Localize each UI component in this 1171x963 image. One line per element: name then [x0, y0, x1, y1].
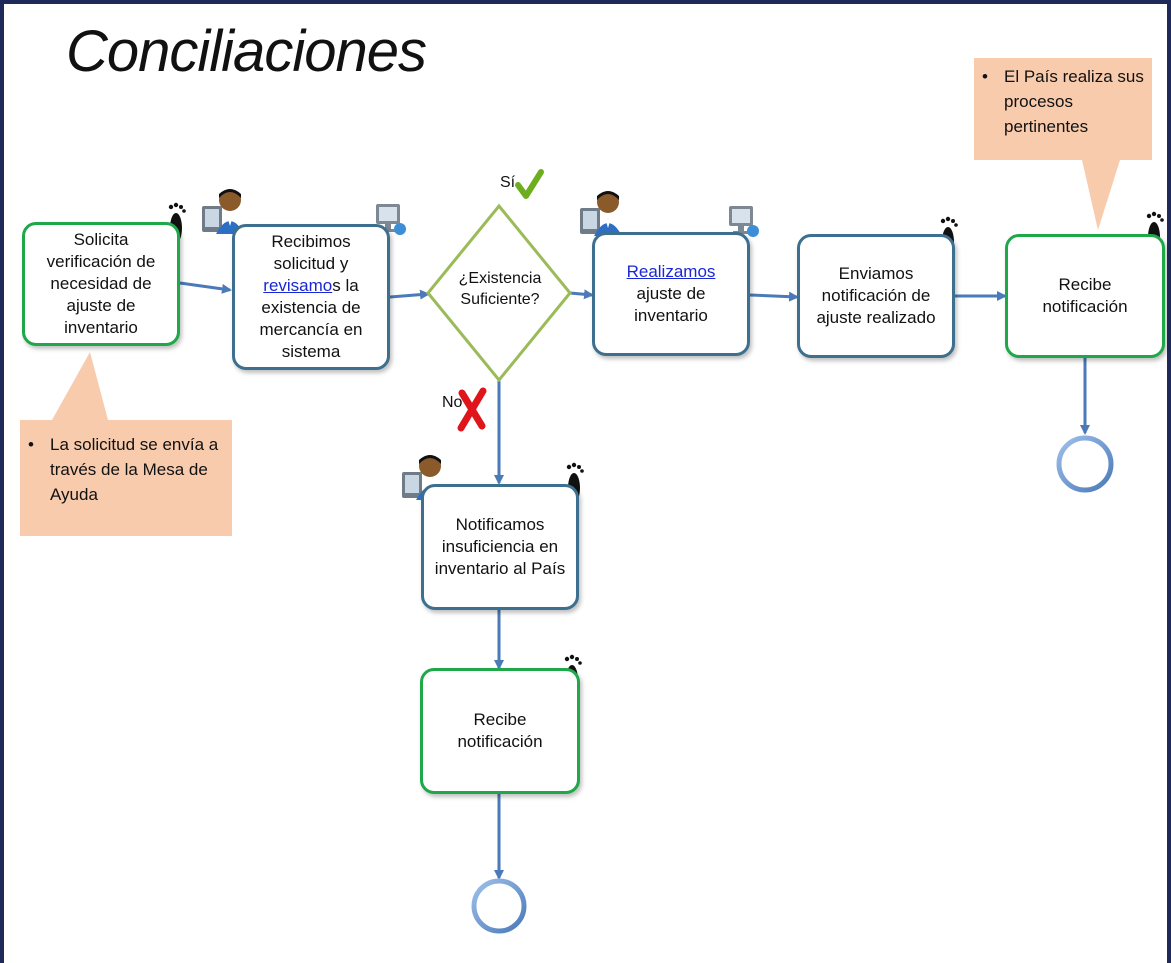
right-note-text: El País realiza sus procesos pertinentes: [982, 64, 1144, 139]
yes-label: Sí: [500, 174, 516, 191]
end-circle-icon: [471, 878, 527, 934]
step-enviamos: Enviamos notificación de ajuste realizad…: [797, 234, 955, 358]
arrow-1: [179, 281, 232, 294]
left-note-pointer: [52, 352, 108, 420]
step-enviamos-text: Enviamos notificación de ajuste realizad…: [816, 264, 936, 327]
step-realizamos-text: Realizamos ajuste de inventario: [626, 262, 716, 325]
step-recibimos-text: Recibimos solicitud y revisamos la exist…: [259, 232, 363, 361]
person-computer-icon: [580, 191, 622, 236]
x-icon: [457, 387, 487, 432]
step-recibe-bottom-text: Recibe notificación: [457, 710, 543, 751]
left-note: La solicitud se envía a través de la Mes…: [20, 420, 232, 536]
step-recibe-bottom: Recibe notificación: [420, 668, 580, 794]
arrow-4: [749, 291, 799, 302]
revisamos-link[interactable]: revisamo: [263, 276, 333, 295]
arrow-3: [569, 289, 594, 300]
arrow-2: [389, 289, 430, 300]
step-notificamos: Notificamos insuficiencia en inventario …: [421, 484, 579, 610]
step-realizamos: Realizamos ajuste de inventario: [592, 232, 750, 356]
step-solicita: Solicita verificación de necesidad de aj…: [22, 222, 180, 346]
no-label: No: [442, 394, 463, 411]
person-computer-icon: [202, 189, 244, 234]
check-icon: [515, 169, 544, 199]
step-recibe-right: Recibe notificación: [1005, 234, 1165, 358]
right-note-pointer: [1082, 160, 1120, 230]
step-solicita-text: Solicita verificación de necesidad de aj…: [46, 230, 156, 337]
right-note: El País realiza sus procesos pertinentes: [974, 58, 1152, 160]
decision-diamond: [426, 203, 572, 383]
step-recibe-right-text: Recibe notificación: [1042, 275, 1128, 316]
realizamos-link[interactable]: Realizamos: [626, 262, 716, 281]
left-note-text: La solicitud se envía a través de la Mes…: [28, 432, 224, 507]
step-recibimos: Recibimos solicitud y revisamos la exist…: [232, 224, 390, 370]
step-notificamos-text: Notificamos insuficiencia en inventario …: [434, 515, 566, 578]
end-circle-icon: [1056, 435, 1114, 493]
page-title: Conciliaciones: [66, 19, 427, 84]
decision-text: ¿Existencia Suficiente?: [458, 270, 542, 308]
